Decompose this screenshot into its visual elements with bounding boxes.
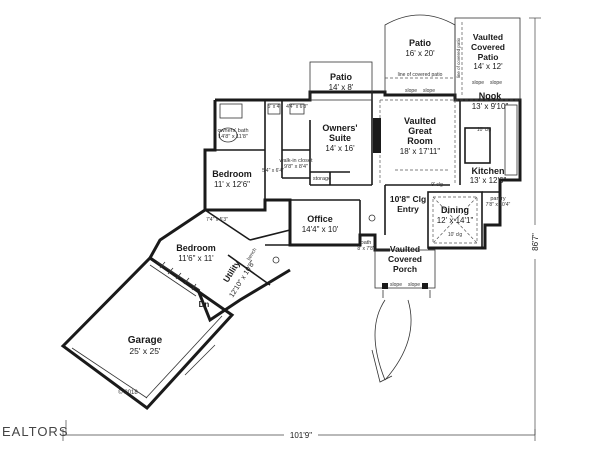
- covered-patio-name2: Covered: [471, 42, 505, 52]
- overall-width: 101'9": [290, 431, 312, 440]
- owners-suite-name2: Suite: [329, 133, 351, 143]
- bath-note: bath: [361, 240, 372, 246]
- small-patio-outline: [309, 61, 373, 101]
- patio-small-size: 14' x 8': [329, 83, 354, 92]
- patio-top-name: Patio: [409, 38, 432, 48]
- bedroom2-name: Bedroom: [176, 243, 216, 253]
- depth-dim-bg: [530, 225, 540, 259]
- wc2-size: 4'4" x 6'8": [286, 104, 308, 110]
- patio-top: [384, 14, 456, 95]
- kitchen-size: 13' x 12'6": [470, 176, 507, 185]
- slope-note-4: slope: [490, 80, 502, 86]
- nook-size: 13' x 9'10": [472, 102, 509, 111]
- line-cov-patio-vertical: line of covered patio: [456, 37, 461, 78]
- porch-name3: Porch: [393, 264, 417, 274]
- nook-name: Nook: [479, 91, 502, 101]
- covered-patio-name3: Patio: [478, 52, 499, 62]
- walk-in-size: 9'8" x 8'4": [284, 164, 308, 170]
- fireplace: [373, 118, 381, 153]
- great-room-name3: Room: [407, 136, 433, 146]
- garage-details: [71, 261, 223, 399]
- clg10b-note: 10' clg: [448, 232, 463, 238]
- porch-name1: Vaulted: [390, 244, 420, 254]
- front-porch: [371, 249, 436, 383]
- bedroom2-size: 11'6" x 11': [178, 254, 214, 263]
- dining-size: 12' x 14'1": [437, 216, 474, 225]
- owners-bath-note: owners' bath: [217, 128, 248, 134]
- kitchen-counter: [504, 104, 518, 176]
- owners-bath-fixtures: [218, 103, 376, 264]
- entry-name1: 10'8" Clg: [390, 194, 426, 204]
- room-labels: Patio 16' x 20' Vaulted Covered Patio 14…: [128, 32, 509, 356]
- garage-size: 25' x 25': [129, 346, 161, 356]
- owners-suite-name1: Owners': [322, 123, 357, 133]
- dn-note: Dn: [199, 300, 210, 309]
- watermark-text: EALTORS: [2, 424, 69, 439]
- clg9-note: 9' clg: [431, 182, 443, 188]
- owners-bath-size: 14'8" x 11'8": [218, 134, 248, 140]
- kitchen-name: Kitchen: [471, 166, 504, 176]
- kitchen-island: [464, 127, 491, 164]
- bedroom1-size: 11' x 12'6": [214, 180, 250, 189]
- patio-small-name: Patio: [330, 72, 353, 82]
- copyright-note: © 2018: [118, 389, 138, 396]
- slope-note-6: slope: [408, 282, 420, 288]
- office-size: 14'4" x 10': [302, 225, 339, 234]
- garage-name: Garage: [128, 335, 163, 346]
- slope-note-5: slope: [390, 282, 402, 288]
- patio-top-size: 16' x 20': [405, 49, 435, 58]
- bath-size: 8' x 7'8": [357, 246, 375, 252]
- clg10-note: 10' clg: [477, 127, 492, 133]
- plan-notes: owners' bath 14'8" x 11'8" walk-in close…: [118, 37, 510, 396]
- dining-name: Dining: [441, 205, 469, 215]
- slope-note-3: slope: [472, 80, 484, 86]
- bench-note: bench: [246, 247, 258, 262]
- overall-depth: 86'7": [531, 233, 540, 251]
- ceiling-lines: [379, 99, 520, 244]
- walk-in-note: walk-in closet: [278, 158, 312, 164]
- great-room-size: 18' x 17'11": [400, 147, 441, 156]
- width-dim-bg: [284, 430, 318, 440]
- bedroom1-name: Bedroom: [212, 169, 252, 179]
- great-room-name2: Great: [408, 126, 432, 136]
- storage-note: storage: [313, 176, 331, 182]
- owners-suite-size: 14' x 16': [325, 144, 355, 153]
- covered-patio-size: 14' x 12': [473, 62, 503, 71]
- porch-name2: Covered: [388, 254, 422, 264]
- closet-size: 7'4" x 5'3": [206, 217, 228, 223]
- exterior-walls: [60, 90, 522, 411]
- office-name: Office: [307, 214, 333, 224]
- pantry-size: 7'8" x 10'4": [486, 202, 511, 208]
- slope-note-1: slope: [405, 88, 417, 94]
- line-cov-patio-note: line of covered patio: [398, 72, 443, 78]
- slope-note-2: slope: [423, 88, 435, 94]
- entry-name2: Entry: [397, 204, 419, 214]
- wic-size: 5'4" x 6'4": [262, 168, 284, 174]
- interior-walls: [204, 92, 500, 286]
- great-room-name1: Vaulted: [404, 116, 436, 126]
- wc1-size: 5' x 4': [268, 104, 281, 110]
- covered-patio-name1: Vaulted: [473, 32, 503, 42]
- pantry-note: pantry: [490, 196, 506, 202]
